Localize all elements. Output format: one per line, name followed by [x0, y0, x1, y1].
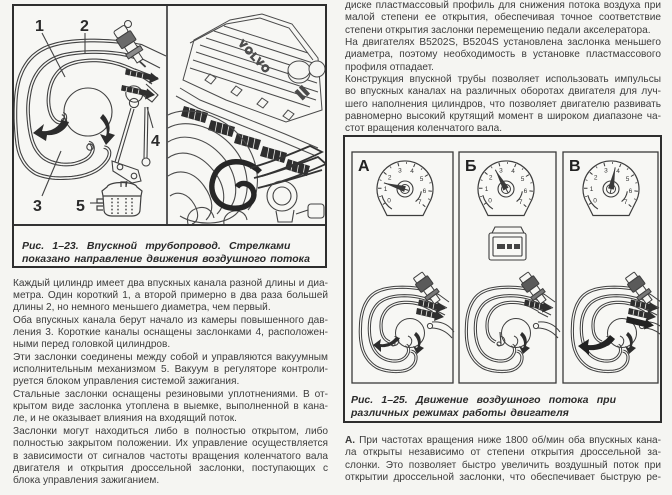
- svg-text:1: 1: [35, 18, 44, 35]
- svg-text:3: 3: [33, 198, 42, 215]
- svg-text:А: А: [358, 158, 370, 175]
- svg-text:2: 2: [80, 18, 89, 35]
- svg-text:В: В: [569, 158, 581, 175]
- svg-text:Б: Б: [465, 158, 477, 175]
- svg-text:5: 5: [76, 198, 85, 215]
- svg-text:4: 4: [151, 133, 160, 150]
